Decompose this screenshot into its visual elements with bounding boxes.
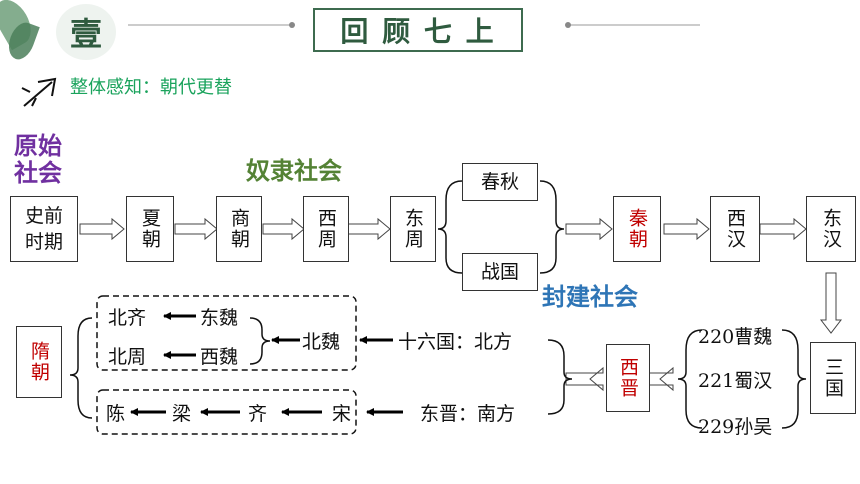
box-prehistoric[interactable]: 史前时期 — [10, 196, 78, 262]
box-eastern-han-text: 东汉 — [820, 208, 842, 250]
box-shang-text: 商朝 — [228, 208, 250, 250]
box-xia-text: 夏朝 — [139, 208, 161, 250]
page-title: 回 顾 七 上 — [313, 8, 523, 52]
box-sui-text: 隋朝 — [28, 341, 50, 383]
hollow-arrow-2 — [174, 217, 218, 241]
box-spring-autumn-text: 春秋 — [480, 171, 519, 193]
hollow-arrow-5 — [565, 217, 613, 241]
box-western-jin-text: 西晋 — [617, 357, 639, 399]
hollow-arrow-4 — [346, 217, 391, 241]
box-warring-states[interactable]: 战国 — [462, 253, 538, 291]
label-qi: 齐 — [248, 403, 268, 425]
hollow-arrow-left — [565, 366, 604, 392]
brace-northern-wei — [249, 317, 271, 365]
box-western-zhou-text: 西周 — [315, 208, 337, 250]
stage-feudal-label: 封建社会 — [542, 283, 638, 311]
box-eastern-zhou-text: 东周 — [402, 208, 424, 250]
header-badge-text: 壹 — [69, 15, 102, 53]
box-eastern-zhou[interactable]: 东周 — [390, 196, 436, 262]
brace-sui — [69, 317, 93, 419]
label-liang: 梁 — [172, 403, 192, 425]
box-shang[interactable]: 商朝 — [216, 196, 262, 262]
label-sun-wu: 229孙吴 — [698, 416, 773, 438]
box-spring-autumn[interactable]: 春秋 — [462, 163, 538, 201]
hollow-arrow-down — [819, 272, 843, 334]
hollow-arrow-1 — [79, 217, 125, 241]
box-three-kingdoms-text: 三国 — [822, 357, 844, 399]
black-arrows — [130, 312, 403, 416]
north-dynasties-group — [96, 295, 357, 371]
header-leaf-decoration — [0, 0, 40, 72]
hollow-arrow-3 — [262, 217, 305, 241]
label-eastern-wei: 东魏 — [200, 307, 239, 329]
header-badge: 壹 — [56, 4, 116, 60]
label-sixteen-kingdoms-north: 十六国：北方 — [398, 331, 513, 353]
label-shu-han: 221蜀汉 — [698, 370, 773, 392]
box-western-han[interactable]: 西汉 — [710, 196, 760, 262]
box-warring-states-text: 战国 — [480, 261, 519, 283]
label-northern-wei: 北魏 — [302, 331, 341, 353]
box-qin[interactable]: 秦朝 — [613, 196, 661, 262]
stage-slave-label: 奴隶社会 — [246, 157, 342, 185]
header-rule — [128, 22, 700, 28]
label-song: 宋 — [332, 403, 352, 425]
label-northern-zhou: 北周 — [108, 346, 147, 368]
label-chen: 陈 — [106, 403, 126, 425]
box-western-han-text: 西汉 — [724, 208, 746, 250]
label-cao-wei: 220曹魏 — [698, 326, 773, 348]
south-dynasties-group — [96, 389, 357, 435]
box-xia[interactable]: 夏朝 — [126, 196, 174, 262]
hollow-arrow-7 — [759, 217, 807, 241]
box-sui[interactable]: 隋朝 — [16, 326, 62, 398]
brace-three-kingdoms-left — [677, 329, 703, 429]
box-western-zhou[interactable]: 西周 — [303, 196, 349, 262]
page-title-text: 回 顾 七 上 — [340, 15, 496, 48]
label-western-wei: 西魏 — [200, 346, 239, 368]
stage-primitive-label: 原始社会 — [14, 132, 62, 187]
brace-dongzhou — [437, 180, 463, 274]
label-eastern-jin-south: 东晋：南方 — [420, 403, 516, 425]
box-prehistoric-text: 史前时期 — [24, 205, 63, 253]
cursor-arrow-icon — [21, 77, 57, 107]
box-eastern-han[interactable]: 东汉 — [806, 196, 856, 262]
box-qin-text: 秦朝 — [626, 208, 648, 250]
box-three-kingdoms[interactable]: 三国 — [810, 342, 856, 414]
braces — [69, 180, 807, 429]
hollow-arrow-6 — [663, 217, 710, 241]
brace-jin — [547, 339, 573, 415]
row1-arrows — [79, 217, 843, 392]
brace-three-kingdoms-right — [781, 329, 807, 429]
label-northern-qi: 北齐 — [108, 307, 147, 329]
page-subtitle: 整体感知：朝代更替 — [70, 77, 232, 98]
box-western-jin[interactable]: 西晋 — [606, 344, 650, 412]
brace-chunqiu — [539, 180, 565, 274]
